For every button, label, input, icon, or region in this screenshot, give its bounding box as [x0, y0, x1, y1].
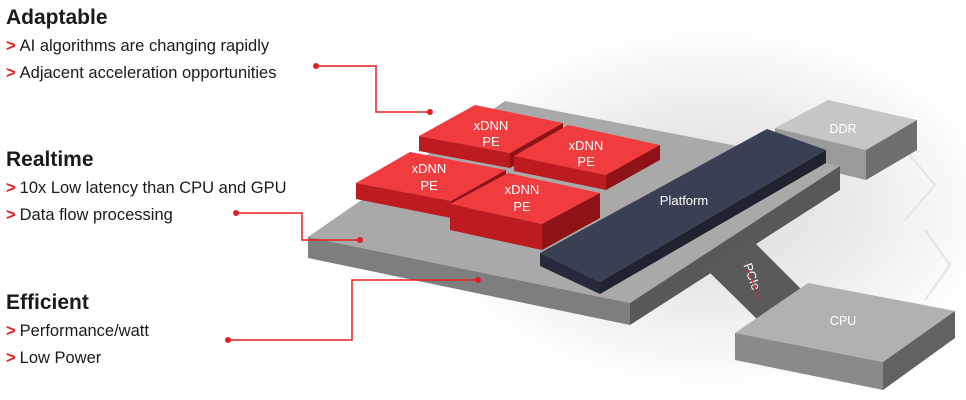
bullet-item: >Low Power [6, 349, 102, 367]
callout-adaptable [313, 63, 433, 115]
pe-label-line2: PE [482, 134, 500, 149]
heading-efficient: Efficient [6, 291, 89, 314]
platform-label: Platform [660, 193, 708, 208]
cpu-label: CPU [830, 314, 856, 328]
pe-block-front-right: xDNN PE [450, 173, 600, 250]
ddr-label: DDR [829, 122, 856, 136]
chevron-right-icon: > [6, 64, 16, 82]
pe-label-line2: PE [513, 199, 531, 214]
pe-label-line1: xDNN [505, 182, 540, 197]
pcie-underline [747, 269, 761, 301]
platform-block: Platform [540, 129, 826, 294]
bullet-item: >Data flow processing [6, 206, 173, 224]
pe-label-line2: PE [577, 154, 595, 169]
pe-label-line2: PE [420, 178, 438, 193]
bullet-item: >Adjacent acceleration opportunities [6, 64, 277, 82]
pe-block-back-right: xDNN PE [514, 125, 660, 190]
chevron-right-icon: > [6, 37, 16, 55]
section-realtime: Realtime >10x Low latency than CPU and G… [6, 148, 287, 232]
decorative-chevrons [904, 149, 952, 301]
pe-label-line1: xDNN [412, 161, 447, 176]
cpu-block: CPU [735, 283, 955, 390]
section-efficient: Efficient >Performance/watt >Low Power [6, 291, 149, 375]
section-adaptable: Adaptable >AI algorithms are changing ra… [6, 6, 276, 90]
pe-label-line1: xDNN [569, 138, 604, 153]
bullet-item: >AI algorithms are changing rapidly [6, 37, 270, 55]
pe-label-line1: xDNN [474, 118, 509, 133]
chevron-right-icon: > [6, 349, 16, 367]
callout-realtime [233, 210, 363, 243]
chevron-right-icon: > [6, 322, 16, 340]
heading-realtime: Realtime [6, 148, 94, 171]
bullet-item: >Performance/watt [6, 322, 149, 340]
chevron-right-icon: > [6, 179, 16, 197]
bullet-item: >10x Low latency than CPU and GPU [6, 179, 287, 197]
heading-adaptable: Adaptable [6, 6, 108, 29]
callout-efficient [225, 277, 481, 343]
chevron-right-icon: > [6, 206, 16, 224]
